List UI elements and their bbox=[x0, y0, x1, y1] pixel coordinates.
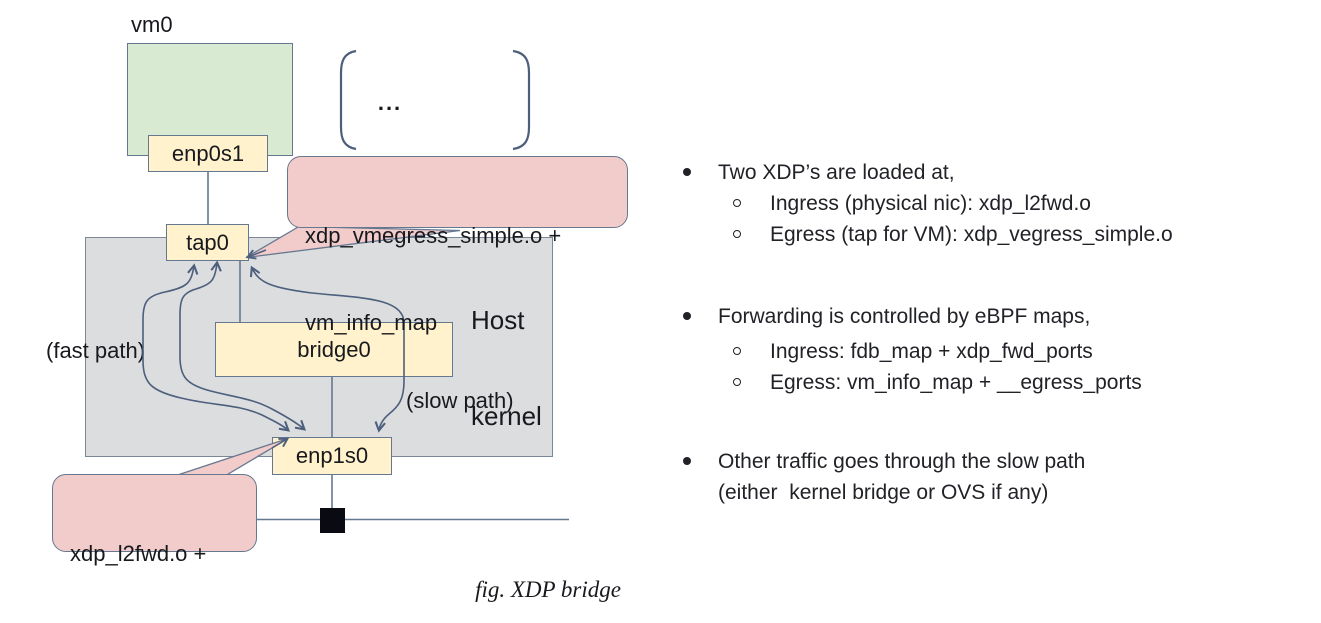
bullet-dot bbox=[683, 312, 691, 320]
bullet-dot bbox=[683, 457, 691, 465]
note-bullet-3-line1: Other traffic goes through the slow path bbox=[718, 450, 1086, 473]
note-bullet-1: Two XDP’s are loaded at, bbox=[718, 161, 955, 184]
node-enp0s1: enp0s1 bbox=[148, 135, 268, 172]
host-kernel-label-line1: Host bbox=[471, 305, 525, 335]
callout-ingress-line1: xdp_l2fwd.o + bbox=[70, 541, 207, 566]
bracket-left bbox=[339, 49, 357, 151]
callout-egress-line2: vm_info_map bbox=[305, 310, 438, 335]
bracket-right bbox=[512, 49, 531, 151]
note-bullet-3-line2: (either kernel bridge or OVS if any) bbox=[718, 481, 1049, 504]
node-enp1s0-label: enp1s0 bbox=[295, 443, 369, 468]
figure-caption: fig. XDP bridge bbox=[475, 577, 621, 602]
sub-bullet-circle bbox=[733, 230, 741, 238]
callout-ingress-xdp: xdp_l2fwd.o + fdb_map bbox=[52, 474, 257, 566]
bullet-dot bbox=[683, 168, 691, 176]
callout-egress-xdp: xdp_vmegress_simple.o + vm_info_map bbox=[287, 156, 628, 335]
slow-path-label: (slow path) bbox=[406, 388, 514, 413]
note-bullet-2-sub-1: Ingress: fdb_map + xdp_fwd_ports bbox=[770, 340, 1093, 363]
node-tap0-label: tap0 bbox=[186, 229, 229, 255]
note-bullet-2-sub-2: Egress: vm_info_map + __egress_ports bbox=[770, 371, 1142, 394]
note-bullet-2: Forwarding is controlled by eBPF maps, bbox=[718, 305, 1091, 328]
node-enp0s1-label: enp0s1 bbox=[171, 140, 245, 166]
note-bullet-1-sub-2: Egress (tap for VM): xdp_vegress_simple.… bbox=[770, 223, 1173, 246]
vm0-title: vm0 bbox=[131, 12, 173, 37]
sub-bullet-circle bbox=[733, 199, 741, 207]
fast-path-label: (fast path) bbox=[46, 338, 146, 363]
uplink-node-square bbox=[320, 508, 345, 533]
node-enp1s0: enp1s0 bbox=[272, 437, 392, 475]
sub-bullet-circle bbox=[733, 347, 741, 355]
node-tap0: tap0 bbox=[166, 224, 249, 261]
sub-bullet-circle bbox=[733, 378, 741, 386]
callout-egress-line1: xdp_vmegress_simple.o + bbox=[305, 223, 562, 248]
host-kernel-label-line2: kernel bbox=[471, 401, 542, 431]
note-bullet-1-sub-1: Ingress (physical nic): xdp_l2fwd.o bbox=[770, 192, 1091, 215]
more-vms-ellipsis: ... bbox=[377, 90, 403, 115]
host-kernel-label: Host kernel bbox=[471, 240, 542, 496]
